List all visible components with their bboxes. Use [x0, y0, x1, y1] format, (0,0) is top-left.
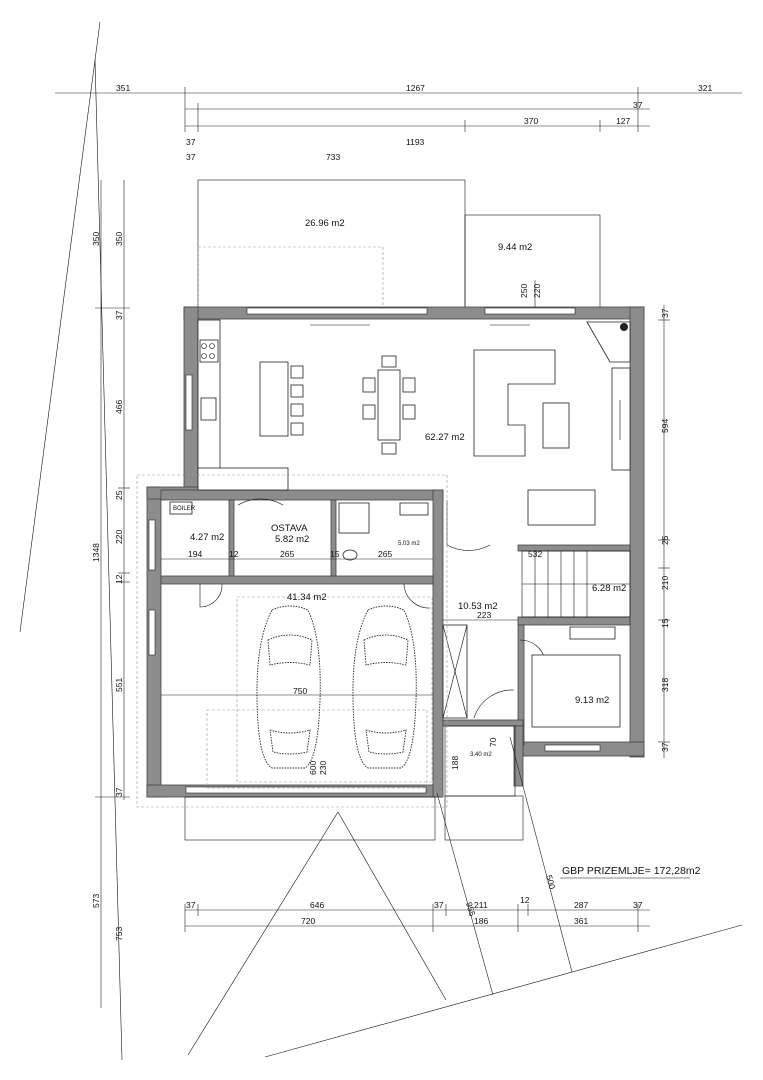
dim-inner-532: 532 [528, 549, 542, 559]
dim-left-551: 551 [114, 678, 124, 692]
dim-bot-37b: 37 [434, 900, 444, 910]
dim-inner-194: 194 [188, 549, 202, 559]
dim-left-1348: 1348 [91, 543, 101, 562]
storage-area: 5.82 m2 [275, 534, 309, 545]
dim-bot-37a: 37 [186, 900, 196, 910]
dim-inner-15: 15 [330, 549, 340, 559]
kitchen [197, 319, 304, 491]
boiler-tag: BOILER [173, 506, 196, 512]
dim-left-12: 12 [114, 574, 124, 584]
dim-row3-127: 127 [616, 116, 630, 126]
bottom-dimensions: 37 646 37 211 12 287 37 720 186 361 [184, 895, 650, 932]
dim-diag-500: 500 [544, 874, 557, 891]
dim-diag-955: 955 [464, 901, 477, 918]
dim-left-37b: 37 [114, 787, 124, 797]
stair-treads [521, 550, 631, 618]
dim-top-351: 351 [116, 83, 130, 93]
terrace-main-area: 26.96 m2 [305, 218, 345, 229]
dim-inner-12: 12 [229, 549, 239, 559]
dim-row3-37: 37 [186, 137, 196, 147]
dim-left-466: 466 [114, 400, 124, 414]
dim-right-318: 318 [660, 678, 670, 692]
dim-terrace-250: 250 [519, 284, 529, 298]
dim-right-15: 15 [660, 618, 670, 628]
dim-row3-1193: 1193 [406, 137, 425, 147]
dim-bot-211: 211 [474, 900, 488, 910]
top-dimensions: 351 1267 321 37 37 1193 370 127 37 733 [55, 83, 742, 162]
service-rooms: BOILER 4.27 m2 OSTAVA 5.82 m2 5.03 m2 19… [161, 501, 433, 561]
storage-label: OSTAVA [271, 523, 308, 534]
dim-top-1267: 1267 [406, 83, 425, 93]
bathroom-area: 5.03 m2 [398, 541, 420, 547]
dim-bot-37c: 37 [633, 900, 643, 910]
dim-inner-188: 188 [450, 756, 460, 770]
terrace-small-area: 9.44 m2 [498, 242, 532, 253]
dining-table [362, 355, 416, 455]
dim-right-37b: 37 [660, 742, 670, 752]
garage-area: 41.34 m2 [287, 592, 327, 603]
right-dimensions: 37 594 25 210 15 318 37 [658, 305, 670, 758]
dim-inner-750: 750 [293, 686, 307, 696]
dim-bot-720: 720 [301, 916, 315, 926]
dim-terrace-220: 220 [532, 284, 542, 298]
dim-inner-230: 230 [318, 761, 328, 775]
dim-row4-733: 733 [326, 152, 340, 162]
entrance-area: 3.40 m2 [470, 752, 492, 758]
hall-area: 10.53 m2 [458, 601, 498, 612]
dim-bot-186: 186 [474, 916, 488, 926]
windows [148, 307, 601, 794]
dim-bot-646: 646 [310, 900, 324, 910]
dim-left-350b: 350 [114, 232, 124, 246]
garage: 41.34 m2 750 600 230 [161, 592, 433, 789]
gbp-label: GBP PRIZEMLJE= 172,28m2 [562, 865, 701, 877]
dim-inner-600: 600 [308, 761, 318, 775]
dim-row2-37: 37 [633, 100, 643, 110]
bedroom: 9.13 m2 [531, 626, 621, 728]
dim-inner-265b: 265 [378, 549, 392, 559]
plot-boundaries [19, 21, 743, 1061]
living-area: 62.27 m2 [425, 432, 465, 443]
gbp-summary: GBP PRIZEMLJE= 172,28m2 [560, 865, 701, 879]
dim-inner-223: 223 [477, 610, 491, 620]
dim-left-753: 753 [114, 927, 124, 941]
diagonal-dimensions: 955 500 [436, 736, 573, 996]
living-furniture: 62.27 m2 [425, 321, 631, 526]
stair-area: 6.28 m2 [592, 583, 626, 594]
dim-left-350a: 350 [91, 232, 101, 246]
dim-right-25: 25 [660, 535, 670, 545]
dim-row4-37: 37 [186, 152, 196, 162]
dim-inner-265a: 265 [280, 549, 294, 559]
dim-right-594: 594 [660, 419, 670, 433]
dim-right-210: 210 [660, 576, 670, 590]
dim-bot-361: 361 [574, 916, 588, 926]
terraces: 26.96 m2 9.44 m2 250 220 [197, 179, 601, 309]
left-dimensions: 350 350 37 466 25 220 1348 12 551 37 573… [91, 180, 130, 1008]
dim-left-220: 220 [114, 530, 124, 544]
dim-right-37a: 37 [660, 308, 670, 318]
dim-top-321: 321 [698, 83, 712, 93]
dim-bot-287: 287 [574, 900, 588, 910]
dim-left-25: 25 [114, 490, 124, 500]
dim-bot-12: 12 [520, 895, 530, 905]
dim-inner-70: 70 [488, 737, 498, 747]
bedroom-area: 9.13 m2 [575, 695, 609, 706]
dim-left-573: 573 [91, 894, 101, 908]
boiler-room-area: 4.27 m2 [190, 532, 224, 543]
entrance: 3.40 m2 188 70 [136, 474, 524, 841]
dim-left-37a: 37 [114, 310, 124, 320]
dim-row3-370: 370 [524, 116, 538, 126]
